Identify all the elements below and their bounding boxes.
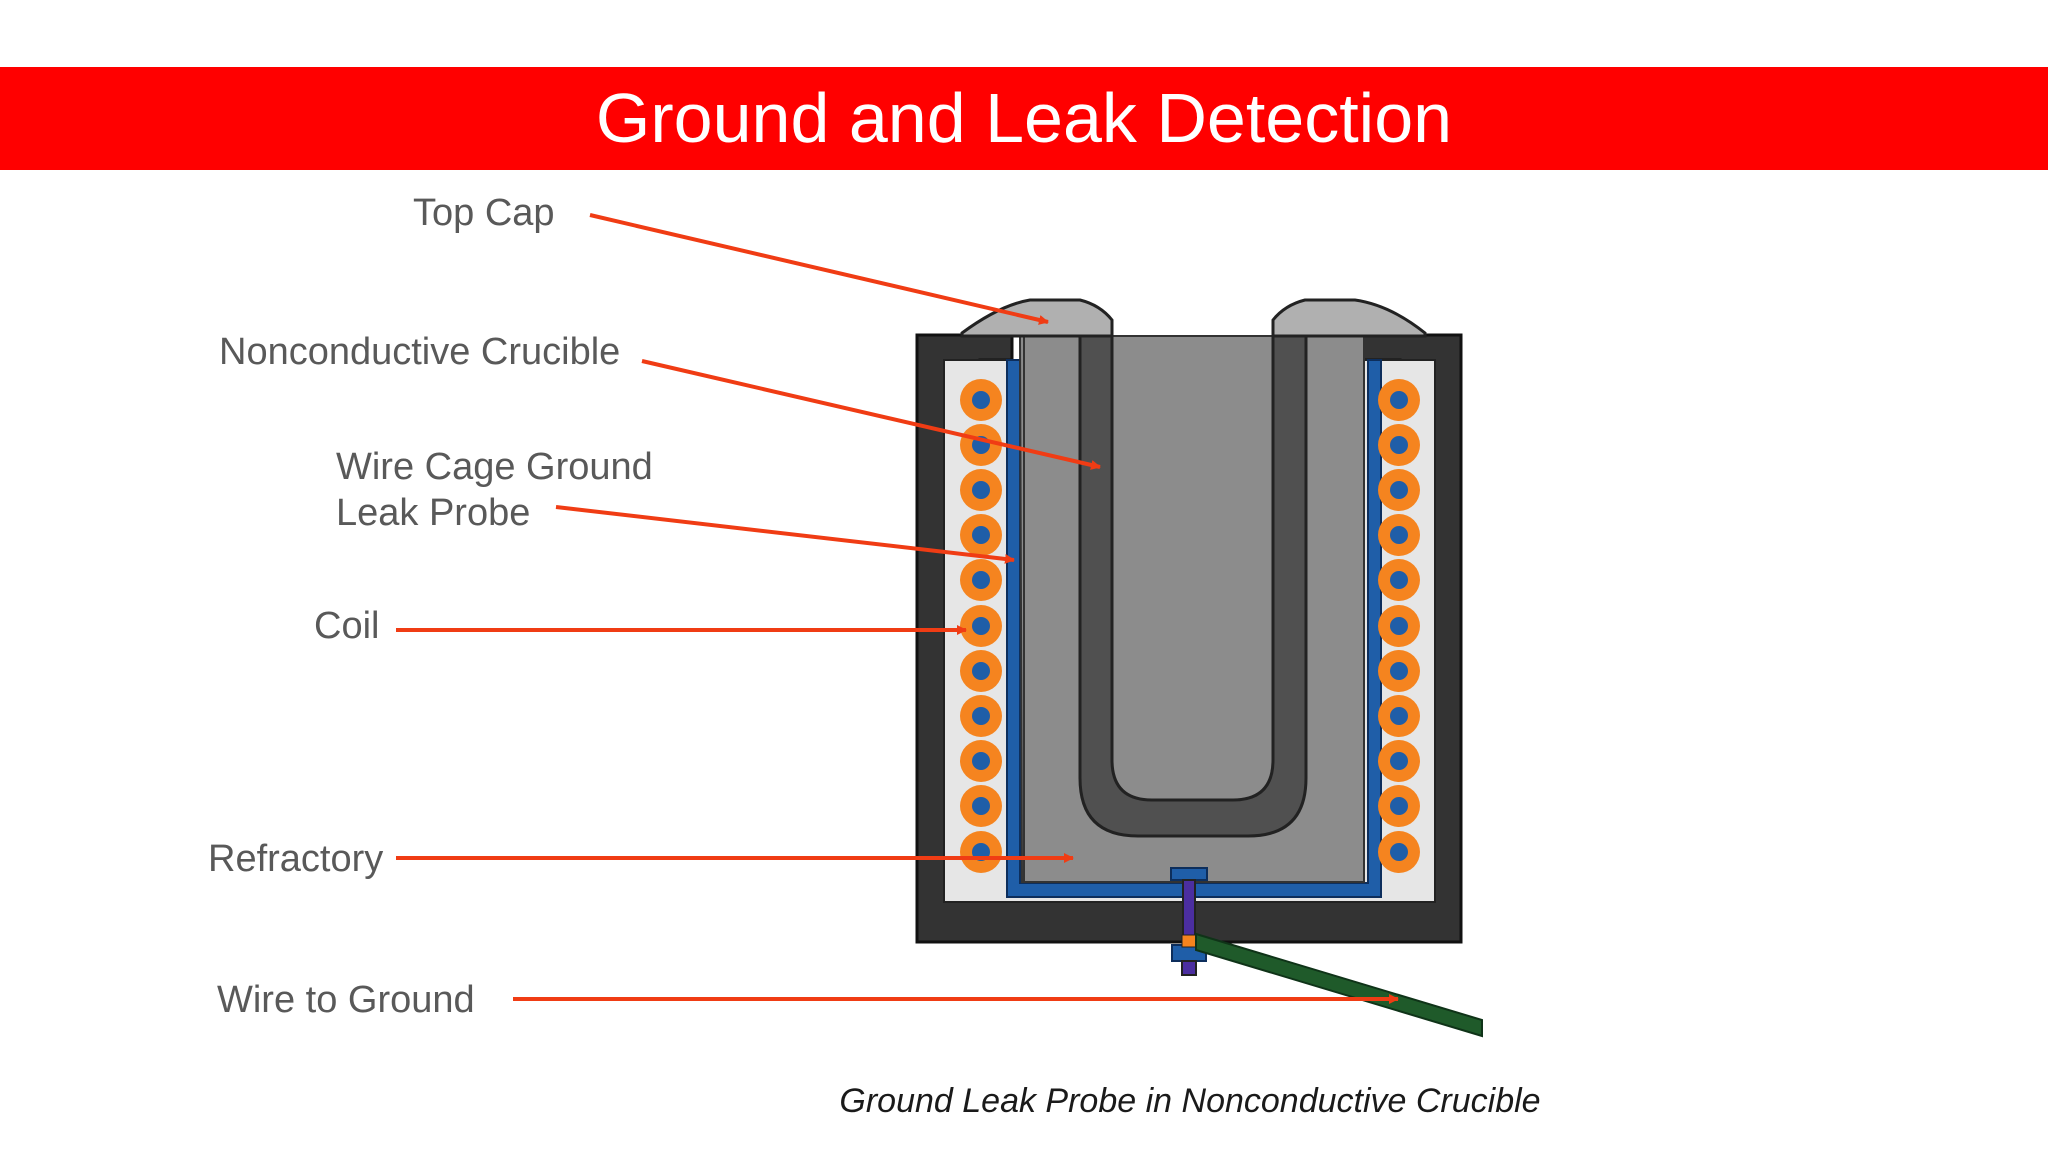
refractory-bottom <box>1030 820 1358 880</box>
label-crucible: Nonconductive Crucible <box>219 331 621 373</box>
coil-turn <box>1378 469 1420 511</box>
label-wire-to-ground: Wire to Ground <box>217 979 475 1021</box>
coil-turn <box>960 785 1002 827</box>
slide-title: Ground and Leak Detection <box>595 79 1453 157</box>
label-coil: Coil <box>314 605 380 647</box>
coil-turn <box>960 695 1002 737</box>
coil-turn <box>960 379 1002 421</box>
label-probe-line1: Wire Cage Ground <box>336 446 653 488</box>
coil-turn <box>960 740 1002 782</box>
coil-turn <box>960 831 1002 873</box>
refractory-left-column <box>1030 336 1080 856</box>
coil-turn <box>1378 785 1420 827</box>
coil-turn <box>1378 831 1420 873</box>
arrow-crucible <box>641 359 1101 470</box>
coil-turn <box>960 650 1002 692</box>
top-cap-right <box>1271 298 1427 338</box>
coil-turn <box>960 559 1002 601</box>
arrow-probe <box>555 505 1015 564</box>
coil-turn <box>1378 605 1420 647</box>
coil-turn <box>960 605 1002 647</box>
label-refractory: Refractory <box>208 838 384 880</box>
ground-wire <box>1195 932 1483 1038</box>
coil-turn <box>1378 650 1420 692</box>
label-probe-line2: Leak Probe <box>336 492 531 534</box>
coil-right <box>1378 379 1420 873</box>
coil-turn <box>1378 424 1420 466</box>
coil-turn <box>1378 379 1420 421</box>
arrow-top-cap <box>589 213 1049 325</box>
coil-turn <box>960 469 1002 511</box>
coil-turn <box>1378 740 1420 782</box>
crucible-outline <box>1078 334 1308 838</box>
coil-turn <box>1378 695 1420 737</box>
coil-turn <box>960 424 1002 466</box>
title-bar: Ground and Leak Detection <box>0 67 2048 170</box>
probe-bottom <box>1181 960 1197 976</box>
probe-orange-ring <box>1181 934 1197 948</box>
label-top-cap: Top Cap <box>413 192 555 234</box>
refractory-right-column <box>1306 336 1358 856</box>
probe-plate <box>1170 867 1208 881</box>
coil-turn <box>1378 559 1420 601</box>
coil-turn <box>1378 514 1420 556</box>
coil-left <box>960 379 1002 873</box>
figure-caption: Ground Leak Probe in Nonconductive Cruci… <box>839 1082 1541 1120</box>
coil-turn <box>960 514 1002 556</box>
